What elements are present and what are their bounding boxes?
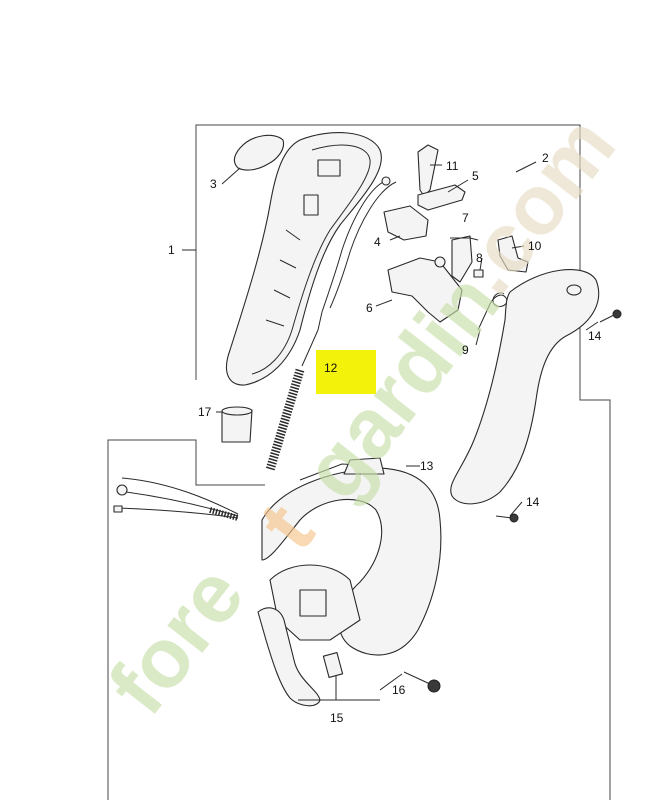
part-17-sleeve [221,406,253,443]
part-4-switch [383,205,429,241]
callout-labels: 1 2 3 4 5 6 7 8 9 10 11 12 13 14 14 15 1… [168,151,602,725]
part-11-lever [417,144,439,197]
callout-14-lower: 14 [526,495,540,509]
part-6-lever [387,257,463,323]
assembly-frame [107,124,611,800]
part-13-front-housing [261,457,442,656]
wire-set [113,477,239,521]
callout-10: 10 [528,239,542,253]
cable-harness [321,179,389,313]
callout-1: 1 [168,243,175,257]
part-1-housing-half [226,132,382,386]
callout-15: 15 [330,711,344,725]
svg-text:fore: fore [90,548,262,731]
throttle-bracket [269,564,361,641]
leader-lines [182,161,599,701]
part-3-trigger [233,134,285,171]
part-8-pin [473,269,484,278]
callout-5: 5 [472,169,479,183]
callout-7: 7 [462,211,469,225]
callout-4: 4 [374,235,381,249]
callout-3: 3 [210,177,217,191]
part-12-spring-cable [265,311,323,472]
callout-17: 17 [198,405,212,419]
callout-16: 16 [392,683,406,697]
part-16-screw [403,671,441,693]
callout-8: 8 [476,251,483,265]
callout-12: 12 [324,361,338,375]
part-9-spring [477,292,508,331]
callout-6: 6 [366,301,373,315]
callout-2: 2 [542,151,549,165]
callout-14-upper: 14 [588,329,602,343]
callout-11: 11 [446,159,459,173]
highlight-box-12 [316,350,376,394]
part-7-pawl [451,235,473,283]
part-16-pin [322,652,344,678]
part-14-screw-upper [599,309,622,323]
callout-9: 9 [462,343,469,357]
part-2-handle-half [450,269,600,505]
part-5-clip [417,184,466,211]
callout-13: 13 [420,459,434,473]
part-10-bracket [497,235,529,273]
part-14-screw-lower [495,513,519,523]
